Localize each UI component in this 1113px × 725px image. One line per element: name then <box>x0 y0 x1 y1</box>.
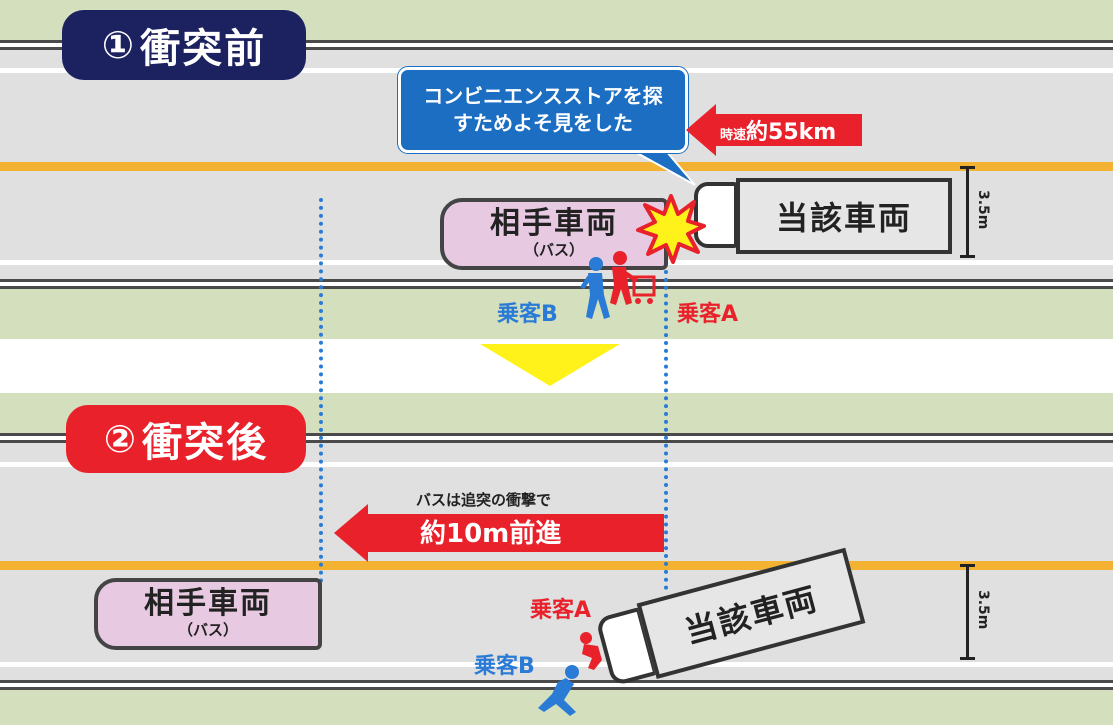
road-edge <box>0 286 1113 289</box>
center-line <box>0 162 1113 171</box>
passenger-b-label: 乗客B <box>474 654 535 679</box>
speed-label: 時速約55km <box>720 114 836 146</box>
bubble-line-1: コンビニエンスストアを探 <box>423 84 663 108</box>
lane-width-indicator <box>966 564 969 660</box>
arrow-value: 約10m前進 <box>420 519 562 549</box>
guide-line-bus-front <box>319 198 323 583</box>
guide-line-bus-rear <box>664 270 668 590</box>
bus-before-title: 相手車両 <box>490 205 618 241</box>
passenger-b-fallen-icon <box>538 665 579 716</box>
bus-before-subtitle: （バス） <box>523 241 584 260</box>
lane-width-tick <box>960 564 975 567</box>
collision-burst-icon <box>636 194 706 264</box>
arrow-note: バスは追突の衝撃で <box>416 491 552 509</box>
truck-before-title: 当該車両 <box>775 199 912 237</box>
after-badge-number: ② <box>103 417 137 461</box>
truck-before-body: 当該車両 <box>736 178 952 254</box>
bus-after-title: 相手車両 <box>144 585 272 621</box>
passenger-a-label: 乗客A <box>530 598 592 623</box>
lane-width-label: 3.5m <box>975 190 991 230</box>
speech-bubble: コンビニエンスストアを探 すためよそ見をした <box>398 67 688 153</box>
speed-prefix: 時速 <box>720 128 747 143</box>
road-edge <box>0 279 1113 282</box>
center-line <box>0 561 1113 570</box>
bus-after-subtitle: （バス） <box>177 621 238 640</box>
passenger-a-fallen-icon <box>580 632 602 670</box>
lane-width-label: 3.5m <box>975 590 991 630</box>
passenger-a-label: 乗客A <box>677 302 739 327</box>
road-edge <box>0 680 1113 683</box>
lane-width-indicator <box>966 166 969 258</box>
speed-value: 約55km <box>746 120 837 145</box>
after-badge: ② 衝突後 <box>66 405 306 473</box>
lane-marking <box>0 662 1113 667</box>
road-edge <box>0 47 1113 50</box>
truck-after-title: 当該車両 <box>680 579 823 652</box>
down-arrow-icon <box>480 344 620 386</box>
lane-width-tick <box>960 166 975 169</box>
road-edge-white <box>0 282 1113 286</box>
lane-marking <box>0 462 1113 467</box>
bottom-verge <box>0 289 1113 339</box>
lane-width-tick <box>960 657 975 660</box>
bus-before: 相手車両 （バス） <box>440 198 668 270</box>
before-badge-text: 衝突前 <box>140 26 267 72</box>
road-edge <box>0 40 1113 43</box>
after-badge-text: 衝突後 <box>142 420 269 466</box>
road-edge <box>0 440 1113 443</box>
bubble-line-2: すためよそ見をした <box>453 111 633 135</box>
road-edge <box>0 433 1113 436</box>
passenger-b-icon <box>580 257 610 319</box>
before-badge-number: ① <box>101 23 135 67</box>
advance-arrow-shape <box>334 504 664 562</box>
burst-shape <box>636 194 706 264</box>
lane-width-tick <box>960 255 975 258</box>
speed-arrow-shape <box>686 104 862 156</box>
bus-after: 相手車両 （バス） <box>94 578 322 650</box>
advance-arrow <box>334 504 664 562</box>
road-edge-white <box>0 43 1113 47</box>
speed-arrow <box>686 104 862 156</box>
road-edge-white <box>0 436 1113 440</box>
passenger-a-icon <box>610 251 656 305</box>
passenger-b-label: 乗客B <box>497 302 558 327</box>
before-badge: ① 衝突前 <box>62 10 306 80</box>
truck-before-cab <box>694 182 738 248</box>
